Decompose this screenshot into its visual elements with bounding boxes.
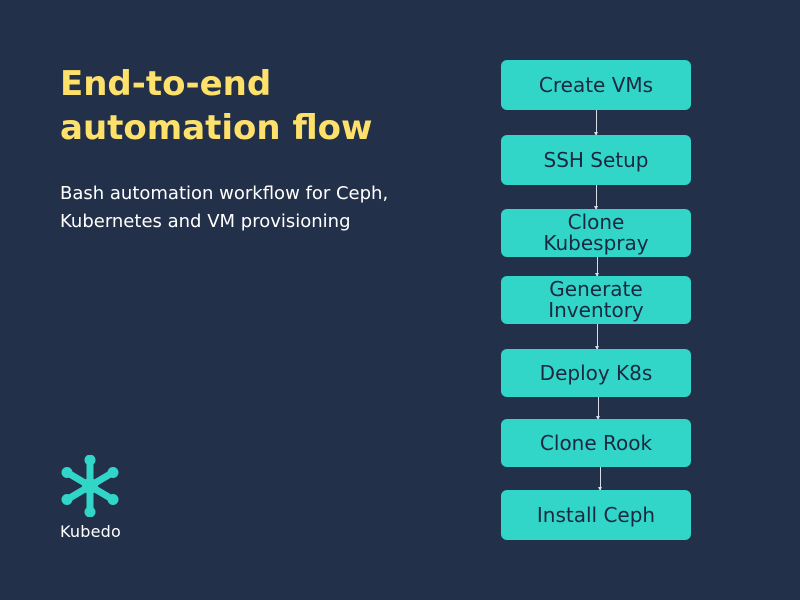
page-subtitle: Bash automation workflow for Ceph, Kuber…	[60, 180, 460, 236]
brand-name: Kubedo	[60, 522, 121, 541]
flow-step-label: SSH Setup	[543, 147, 649, 172]
flow-step-ssh-setup: SSH Setup	[501, 135, 691, 185]
flow-connector-arrow	[595, 257, 599, 277]
page-title-line-2: automation flow	[60, 108, 373, 148]
flow-step-generate-inventory: Generate Inventory	[501, 276, 691, 324]
brand-logo: Kubedo	[52, 455, 132, 545]
page-subtitle-line-2: Kubernetes and VM provisioning	[60, 211, 351, 232]
flow-step-label: Clone	[567, 210, 625, 234]
page-subtitle-line-1: Bash automation workflow for Ceph,	[60, 183, 389, 204]
flow-step-label: Deploy K8s	[539, 360, 653, 385]
flow-step-deploy-k8s: Deploy K8s	[501, 349, 691, 397]
page-title-line-1: End-to-end	[60, 64, 272, 104]
flow-step-clone-kubespray: Clone Kubespray	[501, 209, 691, 257]
flow-step-label: Clone Rook	[539, 430, 653, 455]
flow-step-label: Inventory	[548, 298, 644, 322]
page-title: End-to-end automation flow	[60, 62, 460, 150]
flow-connector-arrow	[594, 110, 598, 136]
flow-step-label: Install Ceph	[536, 502, 656, 527]
flow-step-label: Create VMs	[538, 72, 654, 97]
flow-step-create-vms: Create VMs	[501, 60, 691, 110]
flow-step-clone-rook: Clone Rook	[501, 419, 691, 467]
kubedo-asterisk-icon	[61, 455, 119, 517]
flow-step-label: Generate	[549, 277, 643, 301]
flow-step-install-ceph: Install Ceph	[501, 490, 691, 540]
flow-connector-arrow	[596, 397, 600, 420]
flow-step-label: Kubespray	[543, 231, 649, 255]
flow-connector-arrow	[595, 324, 599, 350]
flow-connector-arrow	[598, 467, 602, 491]
flow-connector-arrow	[594, 185, 598, 210]
